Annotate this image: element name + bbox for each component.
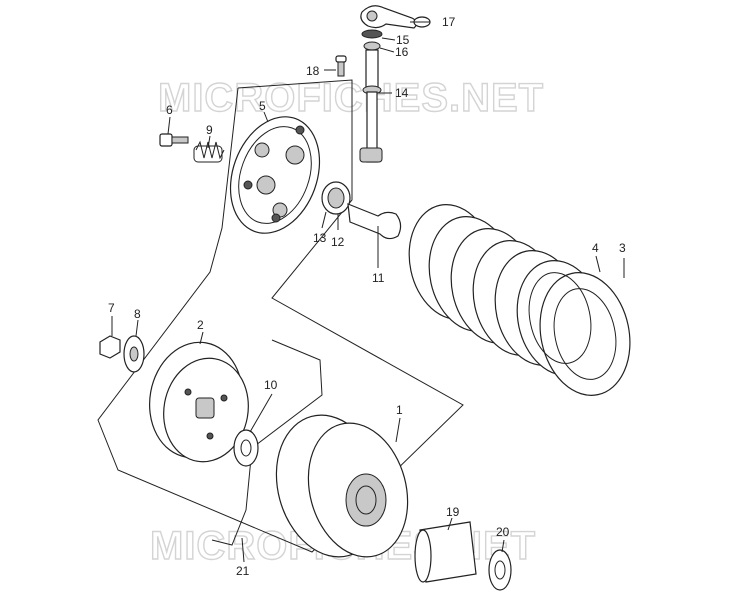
callout-10: 10 — [264, 378, 278, 392]
washer-10 — [233, 429, 259, 467]
callout-16: 16 — [395, 45, 409, 59]
group-outline-pressure — [97, 79, 464, 553]
clutch-hub-2 — [148, 341, 249, 463]
callout-4: 4 — [592, 241, 599, 255]
callout-8: 8 — [134, 307, 141, 321]
bolt-6 — [159, 133, 189, 147]
callout-5: 5 — [259, 99, 266, 113]
callout-18: 18 — [306, 64, 320, 78]
callout-2: 2 — [197, 318, 204, 332]
leader-lines — [111, 21, 625, 563]
pressure-plate — [229, 116, 321, 234]
callout-7: 7 — [108, 301, 115, 315]
clutch-plate-stack — [408, 203, 631, 396]
callout-19: 19 — [446, 505, 460, 519]
pushrod-11 — [347, 203, 402, 240]
callout-1: 1 — [396, 403, 403, 417]
clutch-housing-1 — [275, 414, 409, 558]
callout-13: 13 — [313, 231, 327, 245]
washer-8 — [123, 335, 145, 373]
callout-15: 15 — [396, 33, 410, 47]
callout-3: 3 — [619, 241, 626, 255]
sleeve-19 — [414, 521, 477, 583]
watermark-top: MICROFICHES.NET — [158, 76, 544, 120]
callout-9: 9 — [206, 123, 213, 137]
washer-20 — [488, 549, 512, 591]
callout-17: 17 — [442, 15, 456, 29]
nut-7 — [99, 335, 121, 359]
callout-21: 21 — [236, 564, 250, 578]
bearing-12-13 — [321, 181, 351, 215]
callout-6: 6 — [166, 103, 173, 117]
callout-12: 12 — [331, 235, 345, 249]
callout-14: 14 — [395, 86, 409, 100]
screw-18 — [335, 55, 347, 77]
callout-11: 11 — [372, 271, 385, 285]
callout-20: 20 — [496, 525, 510, 539]
